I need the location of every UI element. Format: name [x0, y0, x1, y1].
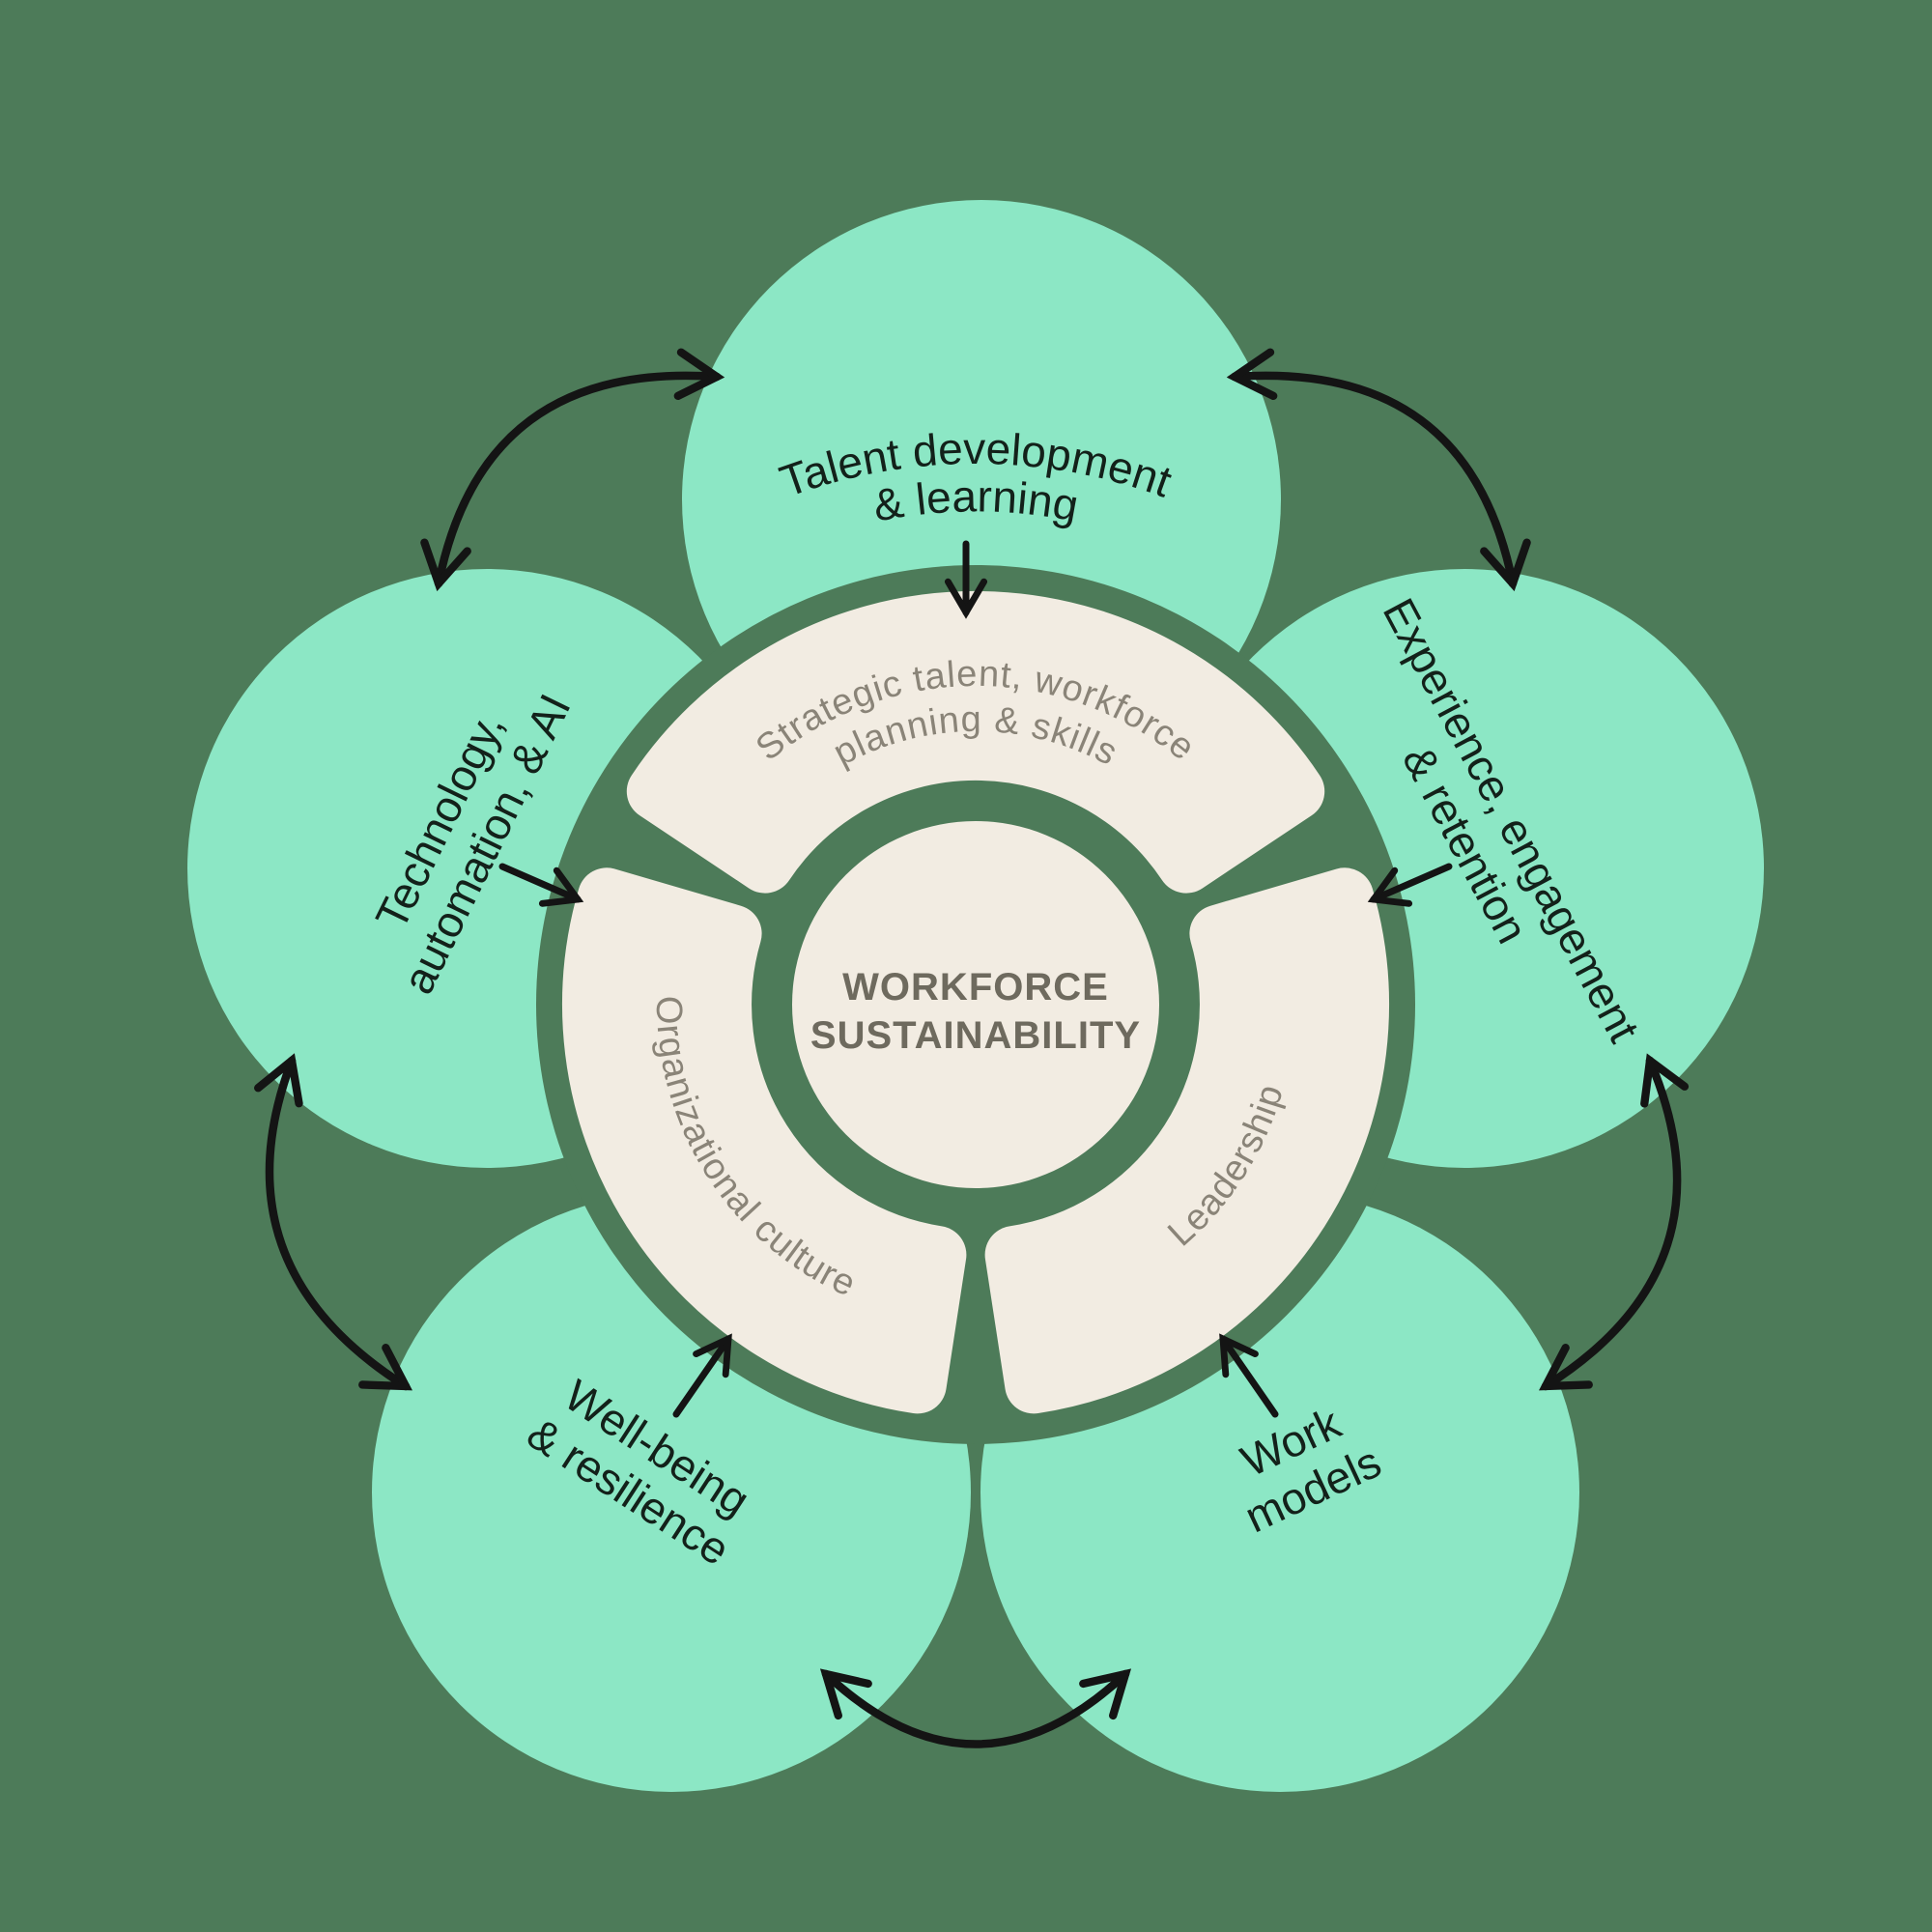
center-title-line2: SUSTAINABILITY — [810, 1014, 1141, 1057]
arc-arrow-work-models-experience — [1539, 1053, 1690, 1391]
center-circle — [792, 821, 1159, 1188]
arc-arrow-technology-talent — [420, 348, 725, 592]
ring-segment-strategic-talent — [626, 590, 1325, 894]
ring-segment-leadership — [984, 867, 1389, 1414]
petal-label-talent-line2: & learning — [869, 470, 1083, 530]
arc-arrow-talent-experience — [1226, 348, 1531, 592]
center-title-line1: WORKFORCE — [842, 966, 1109, 1009]
petal-label-work-models: Work models — [1234, 1397, 1388, 1542]
arc-arrow-technology-wellbeing — [254, 1053, 412, 1391]
arrow-technology-to-organizational — [498, 863, 584, 907]
arc-arrow-wellbeing-work-models — [819, 1668, 1132, 1748]
arrow-work-models-to-leadership — [1219, 1333, 1279, 1418]
ring-segment-organizational-culture — [562, 867, 967, 1414]
arrow-wellbeing-to-organizational — [672, 1333, 732, 1418]
arrow-experience-to-leadership — [1367, 863, 1453, 907]
